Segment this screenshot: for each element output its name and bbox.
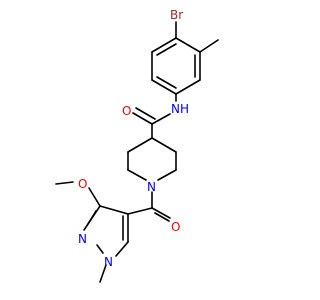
amide-n-label: N xyxy=(171,102,180,116)
amide-h-label: H xyxy=(180,102,189,116)
acyl-o-label: O xyxy=(171,220,180,234)
amide-o-label: O xyxy=(122,104,131,118)
c3-methoxy-bond xyxy=(88,187,101,207)
amide-co-bond xyxy=(132,112,153,125)
ring-methyl-bond xyxy=(199,39,219,53)
pyrazole-ring xyxy=(83,205,129,257)
piperidine-n-label: N xyxy=(147,180,156,194)
methoxy-o-label: O xyxy=(78,177,87,191)
pyrazole-n2-label: N xyxy=(78,232,87,246)
bromine-label: Br xyxy=(170,8,183,22)
structure-drawing: Br N H O N O O N N xyxy=(55,8,219,283)
acyl-pyrazole-bond xyxy=(127,207,153,215)
piperidine-ring xyxy=(127,137,177,181)
methoxy-methyl-bond xyxy=(55,181,74,185)
nh-carbonyl-bond xyxy=(151,113,171,125)
pyrazole-n1-label: N xyxy=(104,255,113,269)
molecule-canvas: Br N H O N O O N N xyxy=(55,8,219,283)
n-methyl-bond xyxy=(99,264,107,283)
acyl-co-bond xyxy=(151,207,171,219)
benzene-ring xyxy=(151,37,201,95)
